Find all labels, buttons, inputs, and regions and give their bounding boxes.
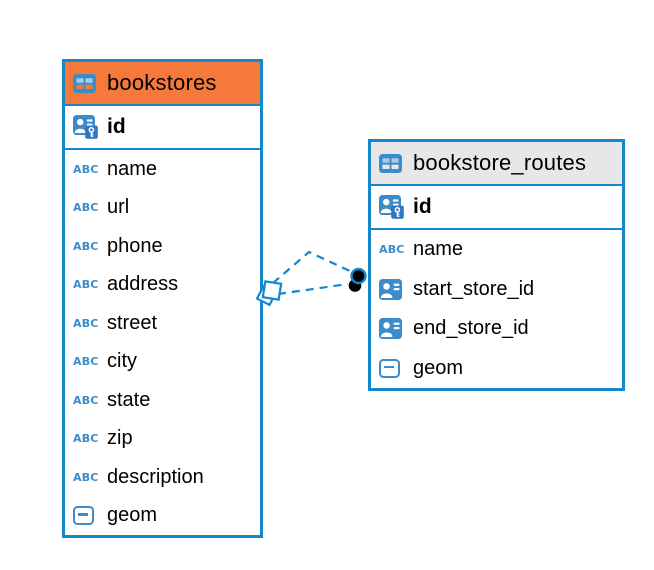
table-header[interactable]: bookstore_routes bbox=[371, 142, 622, 186]
column-row[interactable]: ABC street bbox=[65, 304, 260, 343]
column-name: url bbox=[107, 196, 130, 219]
table-icon bbox=[73, 73, 101, 93]
column-row[interactable]: geom bbox=[65, 497, 260, 536]
column-name: geom bbox=[413, 356, 464, 379]
column-name: address bbox=[107, 273, 179, 296]
table-title: bookstore_routes bbox=[413, 150, 587, 175]
column-list: ABC name start_store_id bbox=[371, 230, 622, 388]
column-row[interactable]: end_store_id bbox=[371, 309, 622, 349]
text-type-icon: ABC bbox=[73, 393, 99, 407]
relationship-line bbox=[277, 282, 349, 296]
text-type-icon: ABC bbox=[73, 355, 99, 369]
column-row[interactable]: ABC name bbox=[65, 150, 260, 189]
dot-end-marker bbox=[347, 267, 367, 294]
column-row[interactable]: ABC phone bbox=[65, 227, 260, 266]
table-icon bbox=[379, 153, 407, 173]
primary-key-icon bbox=[379, 194, 407, 220]
column-name: street bbox=[107, 311, 158, 334]
column-row[interactable]: ABC address bbox=[65, 266, 260, 305]
text-type-icon: ABC bbox=[73, 316, 99, 330]
table-bookstore-routes[interactable]: bookstore_routes id bbox=[368, 139, 625, 391]
column-name: description bbox=[107, 465, 204, 488]
relationship-line bbox=[272, 250, 353, 284]
text-type-icon: ABC bbox=[73, 201, 99, 215]
column-row[interactable]: ABC url bbox=[65, 189, 260, 228]
column-row[interactable]: start_store_id bbox=[371, 270, 622, 310]
primary-key-row[interactable]: id bbox=[371, 186, 622, 230]
text-type-icon: ABC bbox=[73, 432, 99, 446]
column-row[interactable]: ABC zip bbox=[65, 420, 260, 459]
geometry-type-icon bbox=[73, 506, 101, 526]
geometry-type-icon bbox=[379, 358, 407, 378]
reference-type-icon bbox=[379, 318, 407, 340]
column-row[interactable]: geom bbox=[371, 349, 622, 389]
column-list: ABC name ABC url ABC phone ABC address A… bbox=[65, 150, 260, 535]
column-name: id bbox=[413, 195, 432, 218]
text-type-icon: ABC bbox=[73, 470, 99, 484]
column-name: zip bbox=[107, 427, 133, 450]
column-name: geom bbox=[107, 504, 158, 527]
text-type-icon: ABC bbox=[73, 162, 99, 176]
primary-key-row[interactable]: id bbox=[65, 106, 260, 150]
column-name: state bbox=[107, 388, 151, 411]
table-bookstores[interactable]: bookstores id ABC bbox=[62, 59, 263, 538]
column-row[interactable]: ABC name bbox=[371, 230, 622, 270]
table-header[interactable]: bookstores bbox=[65, 62, 260, 106]
column-row[interactable]: ABC city bbox=[65, 343, 260, 382]
column-name: phone bbox=[107, 234, 163, 257]
primary-key-icon bbox=[73, 114, 101, 140]
column-name: name bbox=[413, 238, 464, 261]
column-name: start_store_id bbox=[413, 277, 535, 300]
reference-type-icon bbox=[379, 278, 407, 300]
column-row[interactable]: ABC state bbox=[65, 381, 260, 420]
table-title: bookstores bbox=[107, 70, 217, 95]
text-type-icon: ABC bbox=[73, 278, 99, 292]
column-name: id bbox=[107, 115, 126, 138]
column-name: name bbox=[107, 157, 158, 180]
column-row[interactable]: ABC description bbox=[65, 458, 260, 497]
text-type-icon: ABC bbox=[379, 243, 405, 257]
text-type-icon: ABC bbox=[73, 239, 99, 253]
column-name: city bbox=[107, 350, 137, 373]
column-name: end_store_id bbox=[413, 317, 529, 340]
